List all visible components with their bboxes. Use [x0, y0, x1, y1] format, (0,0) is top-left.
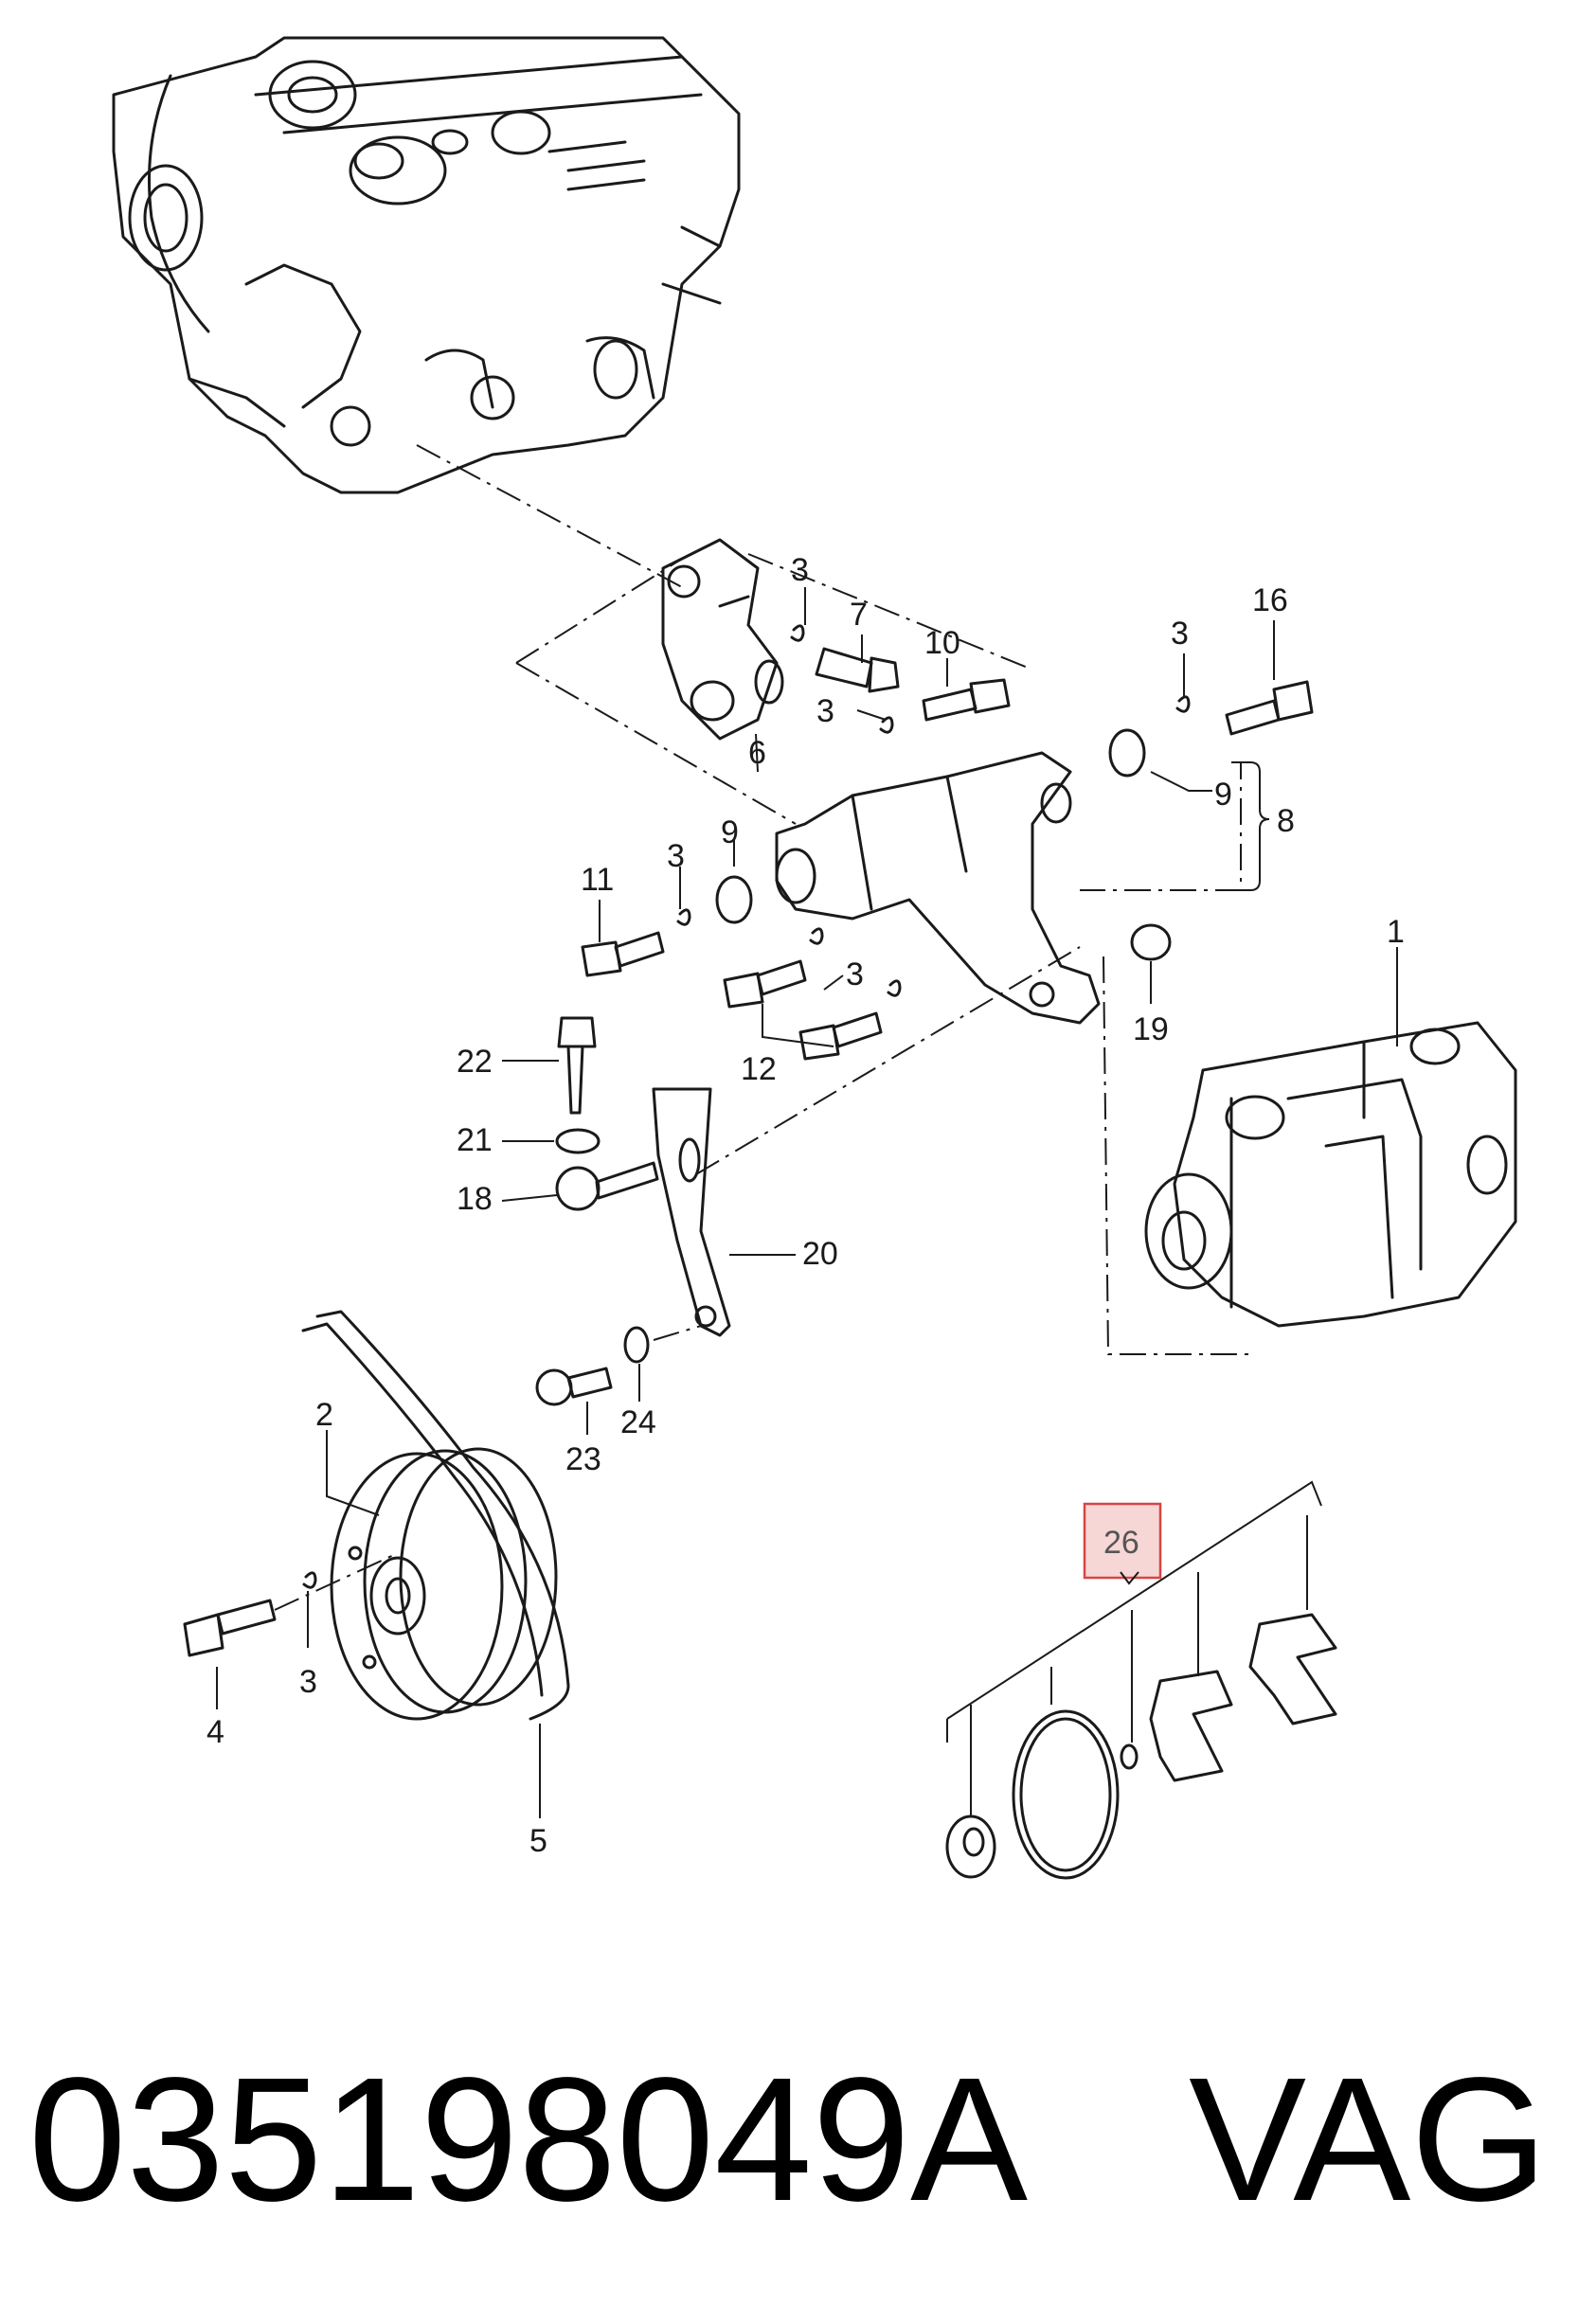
bolt-11	[581, 931, 665, 977]
callout-12: 12	[741, 1051, 777, 1087]
callout-18: 18	[457, 1181, 493, 1217]
callout-6: 6	[748, 735, 766, 771]
engine-cylinder-head	[112, 36, 741, 494]
callout-3: 3	[667, 838, 685, 874]
callout-22: 22	[457, 1044, 493, 1080]
support-bracket-20	[652, 1087, 731, 1337]
bolt-4	[183, 1599, 277, 1657]
callout-3: 3	[1171, 616, 1189, 652]
washer-24	[623, 1326, 650, 1364]
callout-1: 1	[1387, 914, 1405, 950]
callout-2: 2	[315, 1397, 333, 1433]
banjo-fitting-18	[555, 1161, 659, 1211]
pump-mounting-bracket	[775, 751, 1101, 1025]
callout-3: 3	[791, 552, 809, 588]
lock-washers	[302, 624, 1191, 1589]
power-steering-pump	[1144, 1021, 1517, 1328]
callout-3: 3	[816, 693, 834, 729]
callout-16: 16	[1252, 582, 1288, 618]
callout-19: 19	[1133, 1011, 1169, 1047]
washer-21	[555, 1128, 601, 1154]
bushing-9-right	[1108, 728, 1146, 778]
nut-19	[1130, 923, 1172, 961]
bolts-12	[723, 959, 883, 1061]
bolt-16	[1225, 680, 1314, 736]
callout-9: 9	[721, 814, 739, 850]
v-belt-5	[301, 1310, 570, 1721]
bolt-7	[815, 647, 900, 693]
callout-26: 26	[1103, 1525, 1139, 1561]
callout-11: 11	[581, 862, 614, 898]
callout-3: 3	[846, 956, 864, 992]
callout-20: 20	[802, 1236, 838, 1272]
bolt-10	[922, 678, 1011, 722]
highlighted-callout-26: 26	[1083, 1502, 1162, 1585]
leader-lines	[216, 587, 1398, 1818]
upper-bracket	[661, 538, 784, 741]
seal-kit-26	[945, 1480, 1337, 1880]
callout-8: 8	[1277, 803, 1295, 839]
callout-21: 21	[457, 1122, 493, 1158]
callout-5: 5	[529, 1823, 547, 1859]
callout-7: 7	[850, 597, 868, 633]
bushing-9-left	[715, 875, 753, 924]
callout-9: 9	[1214, 777, 1232, 813]
callout-labels: 3 7 10 3 6 3 16 9 8 9 3 11 3 12 19 1 22 …	[206, 552, 1405, 1859]
bolt-23	[535, 1367, 613, 1406]
callout-3: 3	[299, 1664, 317, 1700]
bolt-22	[557, 1016, 597, 1115]
part-number: 035198049A	[28, 2042, 1029, 2238]
pulley-2	[330, 1447, 558, 1721]
brand-name: VAG	[1189, 2042, 1549, 2238]
callout-10: 10	[924, 625, 960, 661]
callout-24: 24	[620, 1404, 656, 1440]
callout-4: 4	[206, 1714, 224, 1750]
callout-23: 23	[565, 1441, 601, 1477]
